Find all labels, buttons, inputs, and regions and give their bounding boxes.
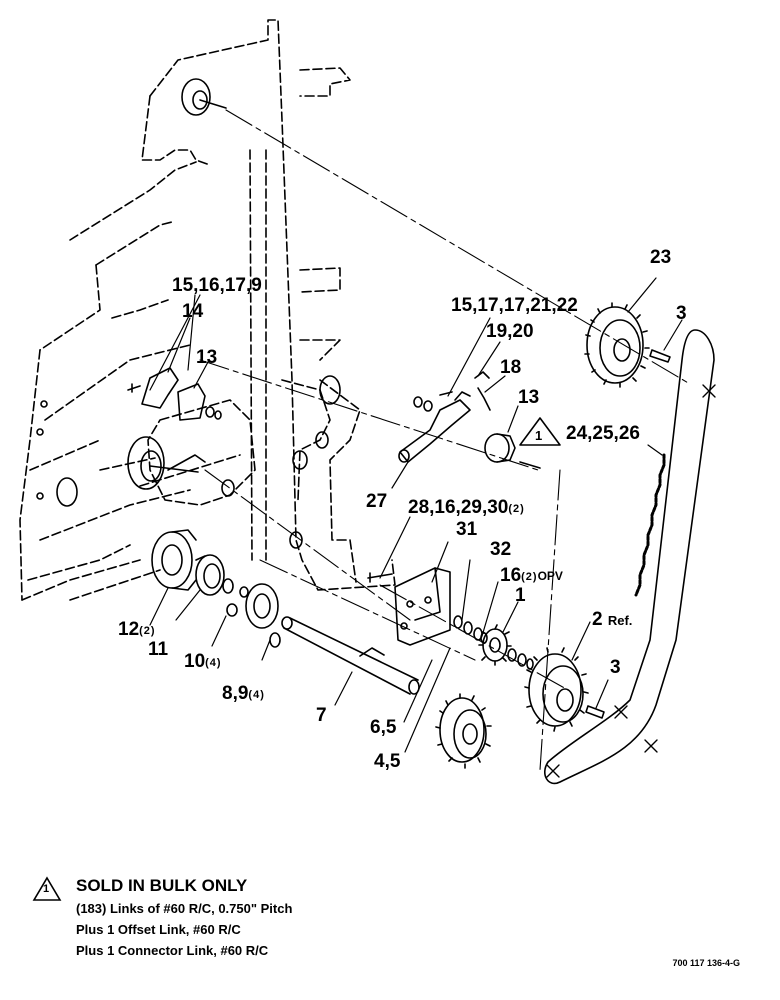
figure-number: 700 117 136-4-G <box>672 958 740 968</box>
key-3-bottom <box>585 705 605 719</box>
callout-1: 1 <box>515 585 526 606</box>
callout-16-opv-qty: (2) <box>521 571 538 583</box>
chain-cross-marks <box>546 384 716 778</box>
callout-16-opv: 16(2)OPV <box>500 566 563 588</box>
callout-23: 23 <box>650 247 672 268</box>
callout-16-opv-tail: OPV <box>537 569 563 583</box>
bearing-11 <box>195 554 225 596</box>
callout-19-20: 19,20 <box>486 321 534 342</box>
sprocket-23 <box>584 302 650 388</box>
idler-arm-27 <box>398 391 471 463</box>
callout-14: 14 <box>182 301 204 322</box>
callout-16-opv-text: 16 <box>500 565 522 586</box>
leader-lines <box>149 277 683 753</box>
spring-18 <box>474 371 491 411</box>
callout-12: 12(2) <box>118 620 156 642</box>
bracket-31 <box>367 567 451 646</box>
callout-8-9-text: 8,9 <box>222 683 249 704</box>
callout-24-25-26-marker: 1 <box>535 428 543 443</box>
callout-27: 27 <box>366 491 388 512</box>
callout-4-5: 4,5 <box>374 751 401 772</box>
callout-31: 31 <box>456 519 478 540</box>
bracket-14 <box>141 367 179 409</box>
drive-chain <box>544 329 715 785</box>
callout-11: 11 <box>148 639 169 660</box>
callout-28-16-29-30-qty: (2) <box>508 503 525 515</box>
callout-6-5: 6,5 <box>370 717 397 738</box>
callout-3-bottom: 3 <box>610 657 621 678</box>
idler-13-left <box>177 383 222 421</box>
callout-7: 7 <box>316 705 327 726</box>
key-3-top <box>649 349 671 363</box>
callout-10: 10(4) <box>184 652 222 674</box>
callout-8-9: 8,9(4) <box>222 684 265 706</box>
callout-13-left: 13 <box>196 347 218 368</box>
callout-8-9-qty: (4) <box>248 689 265 701</box>
note-line-1: (183) Links of #60 R/C, 0.750" Pitch <box>76 901 293 916</box>
bolt-left <box>127 383 141 393</box>
callout-2-ref: 2 Ref. <box>592 610 632 631</box>
small-sprocket-1 <box>478 624 512 666</box>
note-title: SOLD IN BULK ONLY <box>76 876 248 895</box>
note-marker-triangle-callout <box>519 417 561 446</box>
callout-3-top: 3 <box>676 303 687 324</box>
bulk-note: 1 SOLD IN BULK ONLY (183) Links of #60 R… <box>32 874 452 961</box>
lower-sprocket <box>435 693 492 769</box>
callout-28-16-29-30: 28,16,29,30(2) <box>408 498 525 520</box>
callout-28-16-29-30-text: 28,16,29,30 <box>408 497 509 518</box>
callout-12-qty: (2) <box>139 625 156 637</box>
callout-10-qty: (4) <box>205 657 222 669</box>
callout-32: 32 <box>490 539 512 560</box>
callout-12-text: 12 <box>118 619 140 640</box>
flange-plate-right <box>245 583 279 629</box>
callout-24-25-26: 24,25,26 <box>566 423 640 444</box>
callout-15-16-17-9: 15,16,17,9 <box>172 275 262 296</box>
note-marker-number: 1 <box>43 883 50 895</box>
note-line-3: Plus 1 Connector Link, #60 R/C <box>76 943 269 958</box>
washers-upper <box>413 396 433 412</box>
callout-10-text: 10 <box>184 651 206 672</box>
callout-18: 18 <box>500 357 522 378</box>
washers-right <box>507 648 534 670</box>
shaft-7 <box>281 616 420 695</box>
idler-13-right <box>484 433 541 469</box>
callout-15-17-17-21-22: 15,17,17,21,22 <box>451 295 578 316</box>
callout-2-ref-tail: Ref. <box>607 613 633 628</box>
note-line-2: Plus 1 Offset Link, #60 R/C <box>76 922 241 937</box>
frame-details <box>36 78 341 549</box>
bearing-flange-12 <box>151 529 197 591</box>
sprocket-2 <box>524 647 589 732</box>
callout-2-ref-text: 2 <box>592 609 603 630</box>
callout-13-right: 13 <box>518 387 540 408</box>
note-marker-triangle <box>32 876 62 901</box>
